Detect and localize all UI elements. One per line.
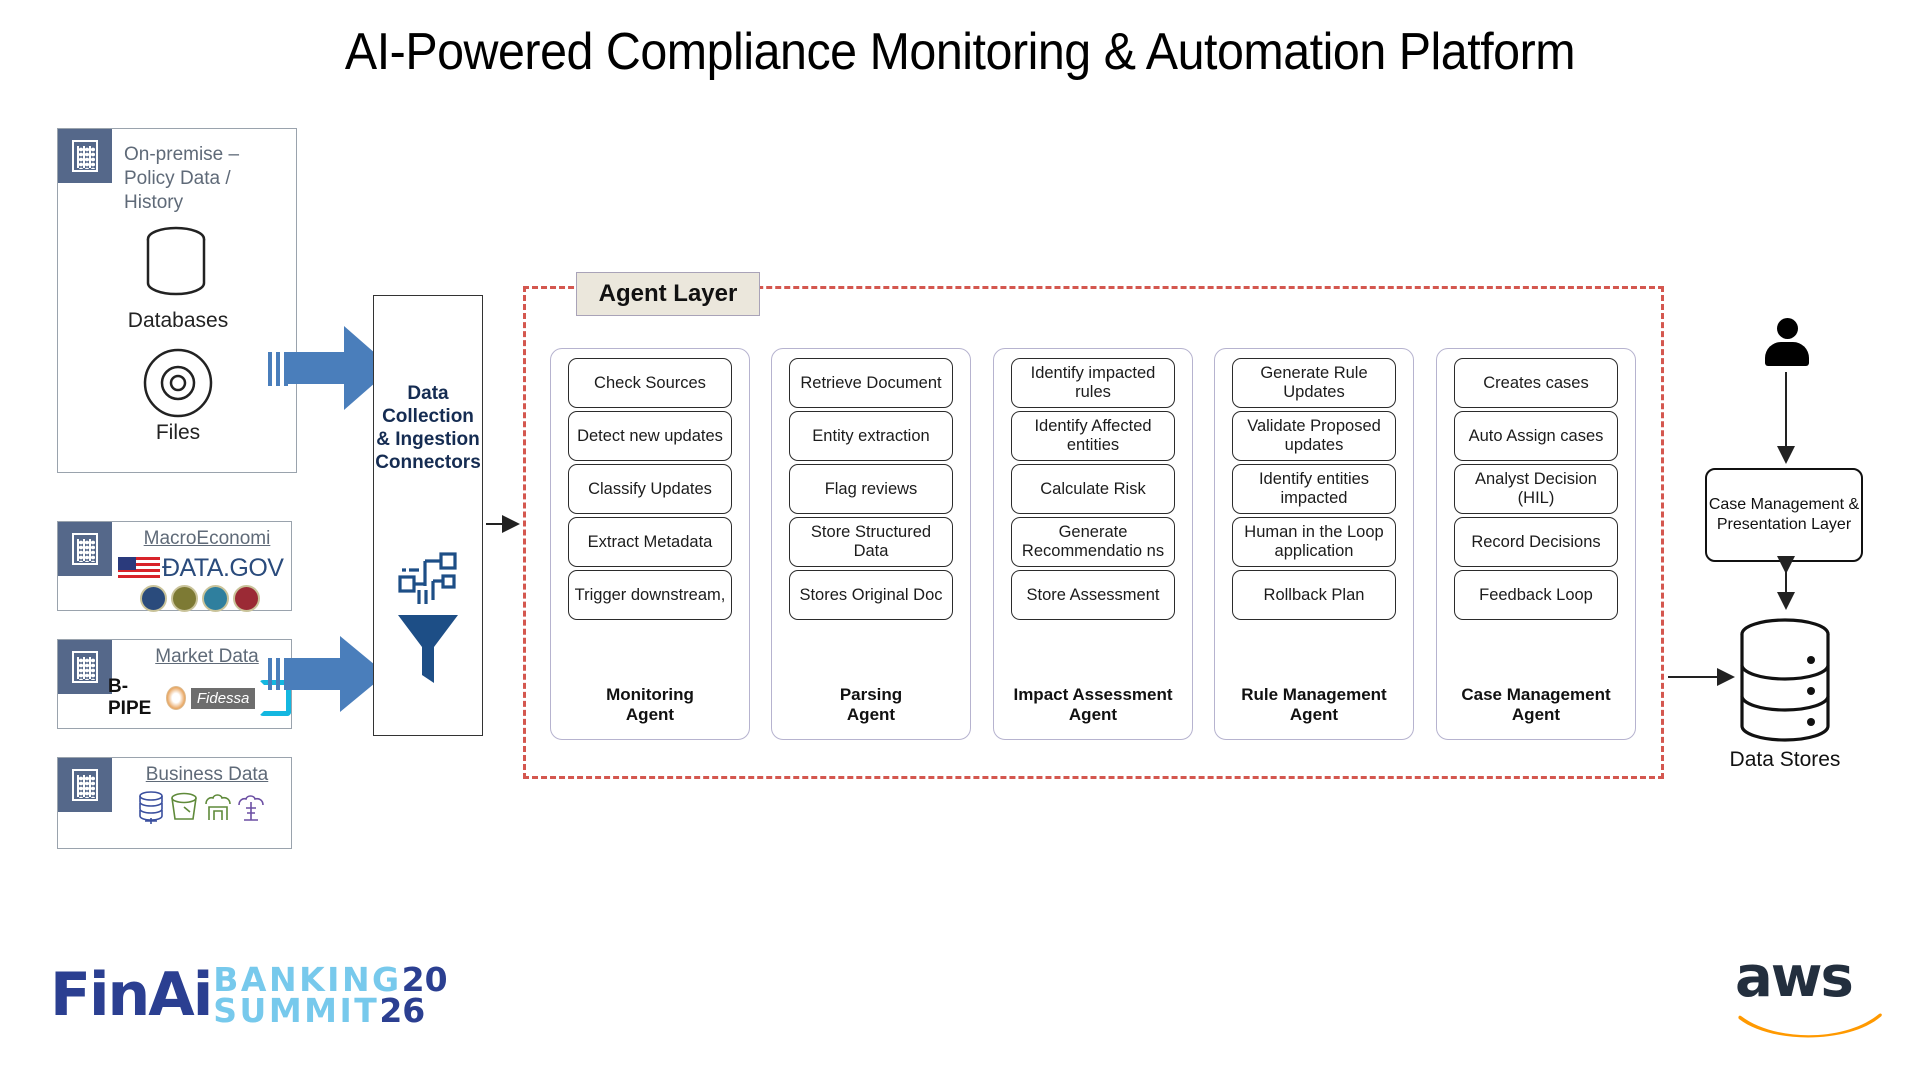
agent-step[interactable]: Rollback Plan [1232,570,1396,620]
bucket-icon [169,790,199,824]
agent-step[interactable]: Validate Proposed updates [1232,411,1396,461]
funnel-icon [396,613,460,685]
flow-arrow-sources-to-ingestion [268,630,386,718]
us-flag-icon [118,556,160,581]
datastore-cylinder-icon [1737,617,1833,743]
ingestion-connectors-label: Data Collection & Ingestion Connectors [375,383,481,473]
flow-arrow-onprem-to-ingestion [268,318,392,418]
agency-seal-3-icon [202,585,229,612]
agent-step[interactable]: Check Sources [568,358,732,408]
source-business-logos [136,790,268,824]
year-bottom: 26 [379,991,426,1030]
agent-step[interactable]: Analyst Decision (HIL) [1454,464,1618,514]
page-title: AI-Powered Compliance Monitoring & Autom… [344,23,1576,81]
building-icon [58,129,112,183]
agent-step[interactable]: Trigger downstream, [568,570,732,620]
building-icon [58,640,112,694]
agent-step[interactable]: Generate Rule Updates [1232,358,1396,408]
agent-step[interactable]: Stores Original Doc [789,570,953,620]
source-card-onpremise[interactable]: On-premise – Policy Data / History Datab… [57,128,297,473]
source-market-title: Market Data [155,646,259,667]
banking-word: BANKING [213,960,402,999]
agent-step[interactable]: Calculate Risk [1011,464,1175,514]
agent-step[interactable]: Feedback Loop [1454,570,1618,620]
agent-column-parsing[interactable]: Retrieve Document Entity extraction Flag… [771,348,971,740]
agent-column-rule-management[interactable]: Generate Rule Updates Validate Proposed … [1214,348,1414,740]
agent-step[interactable]: Entity extraction [789,411,953,461]
agency-seal-4-icon [233,585,260,612]
building-icon [58,522,112,576]
source-card-businessdata[interactable]: Business Data [57,757,292,849]
agent-step[interactable]: Record Decisions [1454,517,1618,567]
source-macro-title: MacroEconomi [143,528,271,549]
bloomberg-bpipe-icon: B-PIPE [108,676,152,719]
agency-seal-2-icon [171,585,198,612]
aws-smile-icon [1738,1013,1882,1038]
source-card-marketdata[interactable]: Market Data B-PIPE Fidessa [57,639,292,729]
agent-step[interactable]: Generate Recommendatio ns [1011,517,1175,567]
source-business-title: Business Data [145,764,269,785]
agent-column-monitoring[interactable]: Check Sources Detect new updates Classif… [550,348,750,740]
finai-banking-summit-logo: FinAi BANKING 20 SUMMIT 26 [50,955,448,1035]
agency-seal-1-icon [140,585,167,612]
agent-step[interactable]: Detect new updates [568,411,732,461]
source-onpremise-files-label: Files [155,421,201,444]
datagov-wordmark: ÐATA.GOV [162,554,284,582]
agent-step[interactable]: Retrieve Document [789,358,953,408]
database-cylinder-icon [145,225,207,301]
finai-wordmark: FinAi [50,960,213,1030]
agent-layer-container [523,286,1664,779]
case-management-presentation-layer-box[interactable]: Case Management & Presentation Layer [1705,468,1863,562]
agent-step[interactable]: Identify entities impacted [1232,464,1396,514]
aws-wordmark: aws [1735,945,1854,1010]
agent-step[interactable]: Creates cases [1454,358,1618,408]
building-icon [58,758,112,812]
datastore-label: Data Stores [1729,748,1841,771]
agent-step[interactable]: Store Assessment [1011,570,1175,620]
cloud-platform-icon [235,790,265,824]
agent-step[interactable]: Identify Affected entities [1011,411,1175,461]
agent-step[interactable]: Classify Updates [568,464,732,514]
refinitiv-icon [259,680,291,716]
fidessa-icon: Fidessa [190,687,256,709]
agent-column-case-management[interactable]: Creates cases Auto Assign cases Analyst … [1436,348,1636,740]
user-person-icon [1765,318,1809,366]
agent-step[interactable]: Auto Assign cases [1454,411,1618,461]
agent-step[interactable]: Identify impacted rules [1011,358,1175,408]
agent-step[interactable]: Extract Metadata [568,517,732,567]
disc-icon [142,347,214,419]
source-macro-logos: ÐATA.GOV [118,554,293,612]
agent-layer-title: Agent Layer [576,272,760,316]
source-onpremise-title: On-premise – Policy Data / History [124,144,240,213]
year-top: 20 [401,960,448,999]
aws-logo: aws [1735,945,1885,1038]
source-card-macroeconomic[interactable]: MacroEconomi ÐATA.GOV [57,521,293,612]
source-market-logos: B-PIPE Fidessa [108,676,291,720]
agent-step[interactable]: Store Structured Data [789,517,953,567]
cmp-label: Case Management & Presentation Layer [1708,496,1860,533]
summit-word: SUMMIT [213,991,380,1030]
bpipe-swirl-icon [165,686,186,710]
agent-step[interactable]: Flag reviews [789,464,953,514]
agent-column-impact-assessment[interactable]: Identify impacted rules Identify Affecte… [993,348,1193,740]
source-onpremise-databases-label: Databases [127,309,229,332]
data-warehouse-icon [202,790,232,824]
network-nodes-icon [395,552,461,610]
agent-step[interactable]: Human in the Loop application [1232,517,1396,567]
stacked-db-icon [136,790,166,824]
